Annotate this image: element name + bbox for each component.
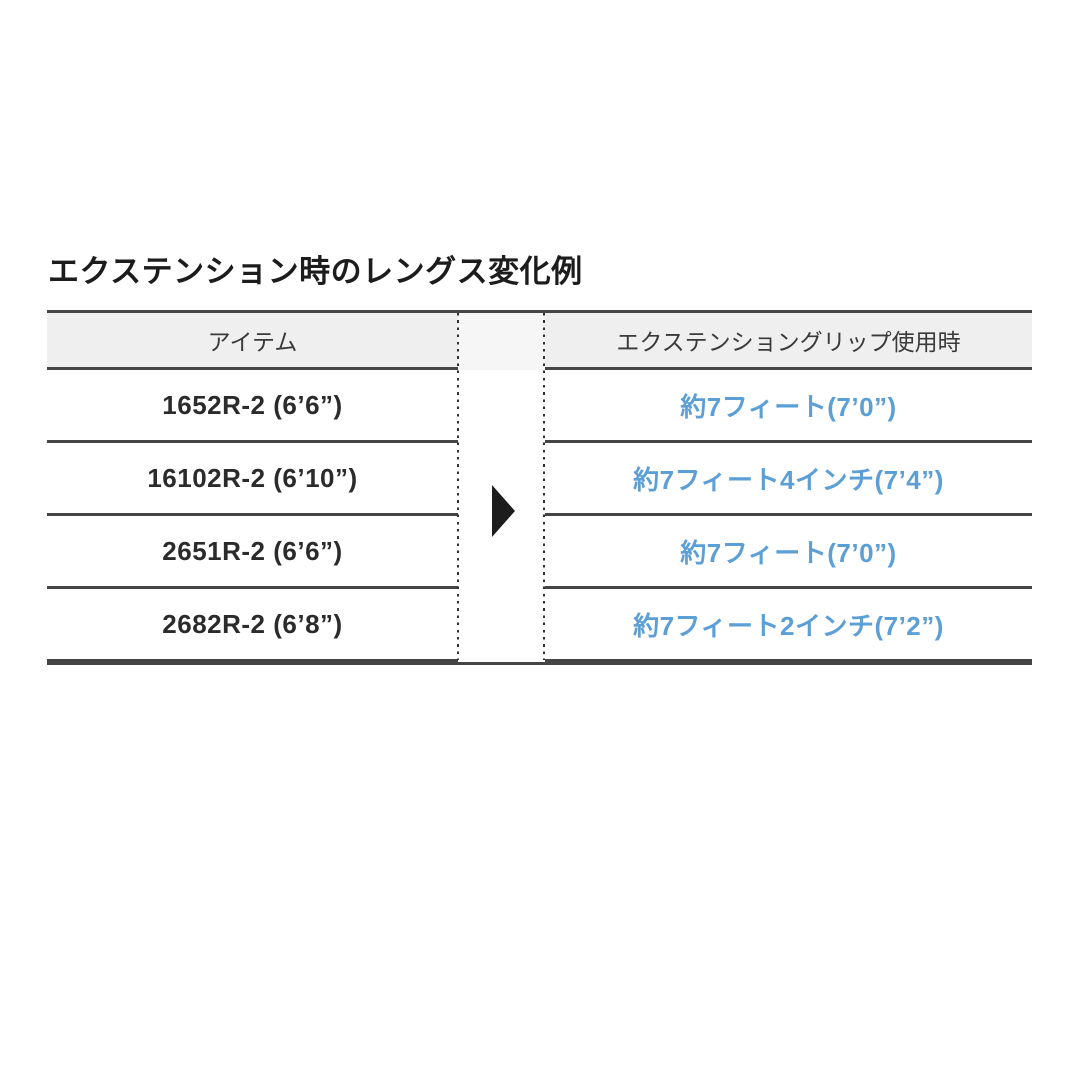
item-cell: 1652R-2 (6’6”) [47, 370, 458, 443]
extension-length-cell: 約7フィート2インチ(7’2”) [545, 589, 1032, 662]
length-change-table: アイテム エクステンショングリップ使用時 1652R-2 (6’6”) 約7フィ… [47, 310, 1032, 665]
extension-length-cell: 約7フィート(7’0”) [545, 516, 1032, 589]
item-cell: 2682R-2 (6’8”) [47, 589, 458, 662]
table-row: 2682R-2 (6’8”) 約7フィート2インチ(7’2”) [47, 589, 1032, 662]
column-header-extension: エクステンショングリップ使用時 [545, 313, 1032, 370]
header-gap-cell [458, 313, 545, 370]
table-row: 1652R-2 (6’6”) 約7フィート(7’0”) [47, 370, 1032, 443]
page-title: エクステンション時のレングス変化例 [48, 254, 583, 289]
table-row: 2651R-2 (6’6”) 約7フィート(7’0”) [47, 516, 1032, 589]
extension-length-cell: 約7フィート(7’0”) [545, 370, 1032, 443]
table-header-row: アイテム エクステンショングリップ使用時 [47, 313, 1032, 370]
table-row: 16102R-2 (6’10”) 約7フィート4インチ(7’4”) [47, 443, 1032, 516]
right-arrow-icon [492, 485, 515, 537]
item-cell: 2651R-2 (6’6”) [47, 516, 458, 589]
gap-cell [458, 370, 545, 443]
column-header-item: アイテム [47, 313, 458, 370]
dotted-divider-left [457, 313, 459, 660]
gap-cell [458, 589, 545, 662]
item-cell: 16102R-2 (6’10”) [47, 443, 458, 516]
dotted-divider-right [543, 313, 545, 660]
extension-length-cell: 約7フィート4インチ(7’4”) [545, 443, 1032, 516]
